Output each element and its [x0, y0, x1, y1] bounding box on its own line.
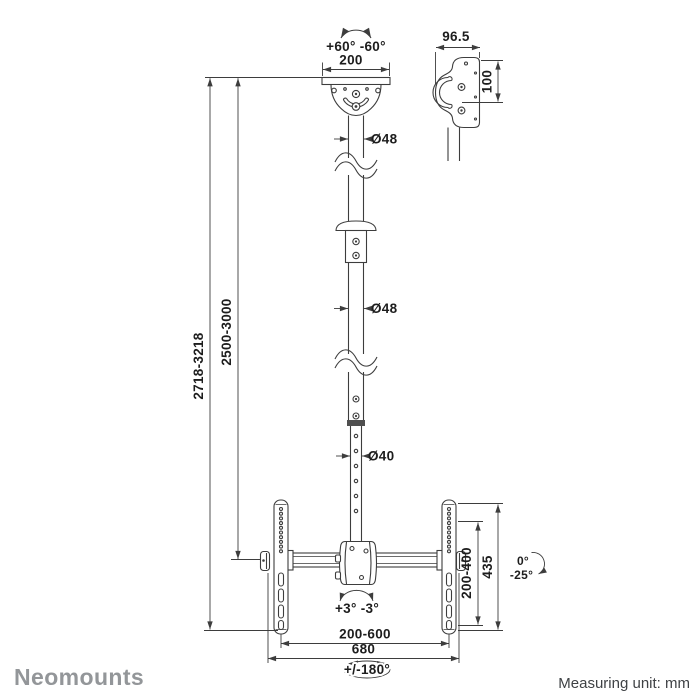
measuring-unit-note: Measuring unit: mm [558, 675, 690, 692]
vesa-rail-left [259, 499, 289, 635]
mid-tube-diameter-label: Ø48 [371, 301, 398, 316]
ceiling-plate-width-label: 200 [339, 53, 362, 68]
telescopic-pole [334, 115, 378, 541]
inner-tube-diameter-label: Ø40 [368, 449, 394, 464]
brand-logo: Neomounts [14, 664, 145, 690]
crossbar-assembly [286, 540, 444, 586]
upper-tube-diameter-label: Ø48 [371, 132, 398, 147]
ceiling-plate-side-view [432, 56, 481, 161]
ceiling-swivel-label: +60° -60° [326, 39, 386, 54]
vesa-rail-right [441, 499, 467, 635]
crossbar-swivel-arc [339, 589, 374, 602]
bracket-height-label: 435 [480, 555, 495, 579]
clamp-band [347, 420, 365, 426]
height-adjust-holes [353, 433, 359, 514]
overall-height-range-label: 2718-3218 [191, 332, 206, 399]
vesa-holes [446, 506, 452, 554]
ceiling-swivel-arc [340, 27, 372, 39]
locking-knob-right [455, 550, 467, 572]
locking-knob-left [259, 550, 271, 572]
dimension-lines: 200 +60° -60° 2718-3218 2500-3000 96.5 1… [191, 29, 547, 679]
tilt-arc [531, 552, 547, 575]
pole-height-range-label: 2500-3000 [219, 298, 234, 365]
side-profile-width-label: 96.5 [442, 29, 470, 44]
crossbar-swivel-label: +3° -3° [335, 601, 379, 616]
vesa-width-range-label: 200-600 [339, 627, 391, 642]
vesa-slots [277, 572, 285, 631]
diameter-callouts: Ø48 Ø48 Ø40 [334, 132, 398, 464]
vesa-height-range-label: 200-400 [459, 547, 474, 599]
tilt-up-label: 0° [517, 554, 529, 568]
pole-coupler [344, 229, 368, 264]
screen-rotation-label: +/-180° [344, 662, 390, 677]
side-profile-height-label: 100 [480, 70, 495, 93]
vesa-holes [278, 506, 284, 554]
tilt-down-label: -25° [510, 568, 533, 582]
screen-rotation-ellipse [343, 660, 391, 679]
pipe-break-symbol [334, 349, 378, 367]
vesa-slots [445, 572, 453, 631]
crossbar-width-label: 680 [352, 642, 375, 657]
ceiling-plate-front-view [321, 27, 391, 117]
pole-collar [335, 220, 377, 232]
pipe-break-symbol [334, 152, 378, 170]
